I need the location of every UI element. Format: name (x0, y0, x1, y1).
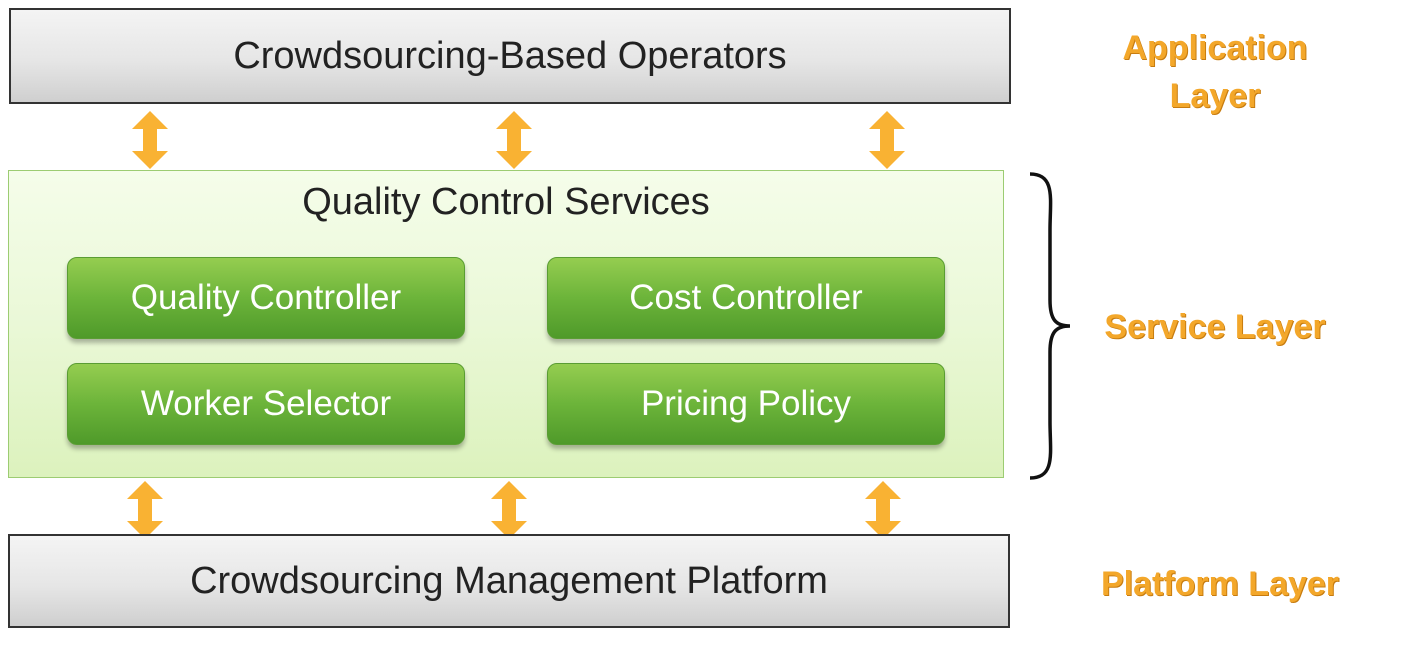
double-arrow-icon (865, 481, 901, 539)
quality-control-services-panel: Quality Control Services Quality Control… (8, 170, 1004, 478)
cost-controller-box: Cost Controller (547, 257, 945, 339)
crowdsourcing-based-operators-box: Crowdsourcing-Based Operators (9, 8, 1011, 104)
quality-controller-box: Quality Controller (67, 257, 465, 339)
service-layer-brace (1029, 172, 1071, 480)
service-layer-label: Service Layer (1085, 303, 1345, 351)
pricing-policy-box: Pricing Policy (547, 363, 945, 445)
crowdsourcing-management-platform-box: Crowdsourcing Management Platform (8, 534, 1010, 628)
application-layer-label-line1: Application (1122, 29, 1308, 67)
double-arrow-icon (491, 481, 527, 539)
double-arrow-icon (496, 111, 532, 169)
pricing-policy-label: Pricing Policy (640, 384, 852, 423)
application-layer-label-line2: Layer (1169, 77, 1261, 115)
double-arrow-icon (869, 111, 905, 169)
worker-selector-label: Worker Selector (140, 384, 392, 423)
double-arrow-icon (132, 111, 168, 169)
platform-layer-label-text: Platform Layer (1100, 565, 1340, 603)
application-layer-label: Application Layer (1100, 24, 1330, 120)
crowdsourcing-management-platform-label: Crowdsourcing Management Platform (190, 559, 828, 602)
crowdsourcing-based-operators-label: Crowdsourcing-Based Operators (233, 34, 787, 77)
quality-control-services-title: Quality Control Services (302, 181, 710, 223)
double-arrow-icon (127, 481, 163, 539)
quality-controller-label: Quality Controller (130, 278, 402, 317)
cost-controller-label: Cost Controller (629, 278, 863, 317)
platform-layer-label: Platform Layer (1075, 560, 1365, 608)
worker-selector-box: Worker Selector (67, 363, 465, 445)
service-layer-label-text: Service Layer (1104, 308, 1326, 346)
